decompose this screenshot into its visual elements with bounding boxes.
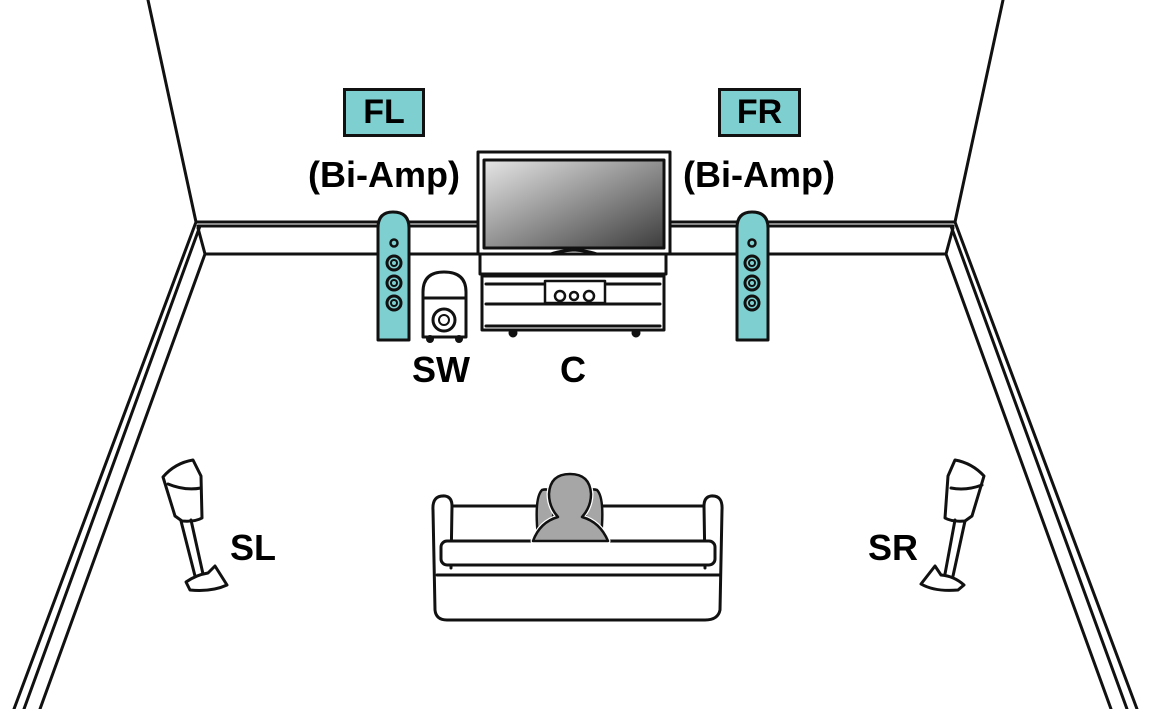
front-left-speaker [376,210,411,342]
tv [476,150,672,268]
surround-right-speaker [919,458,986,592]
front-right-tag: FR [718,88,801,137]
surround-left-label: SL [230,527,277,568]
surround-left-speaker [161,458,229,592]
front-left-tag-text: FL [363,93,405,131]
front-left-tag: FL [343,88,425,137]
front-right-tag-text: FR [736,93,783,131]
center-label: C [560,349,586,390]
front-left-note: (Bi-Amp) [308,154,460,195]
surround-right-label: SR [868,527,919,568]
subwoofer-label: SW [412,349,470,390]
listener [530,471,611,544]
front-right-speaker [735,210,770,342]
front-right-note: (Bi-Amp) [683,154,835,195]
center-speaker [543,279,607,305]
subwoofer [421,270,468,343]
sofa [431,494,724,622]
